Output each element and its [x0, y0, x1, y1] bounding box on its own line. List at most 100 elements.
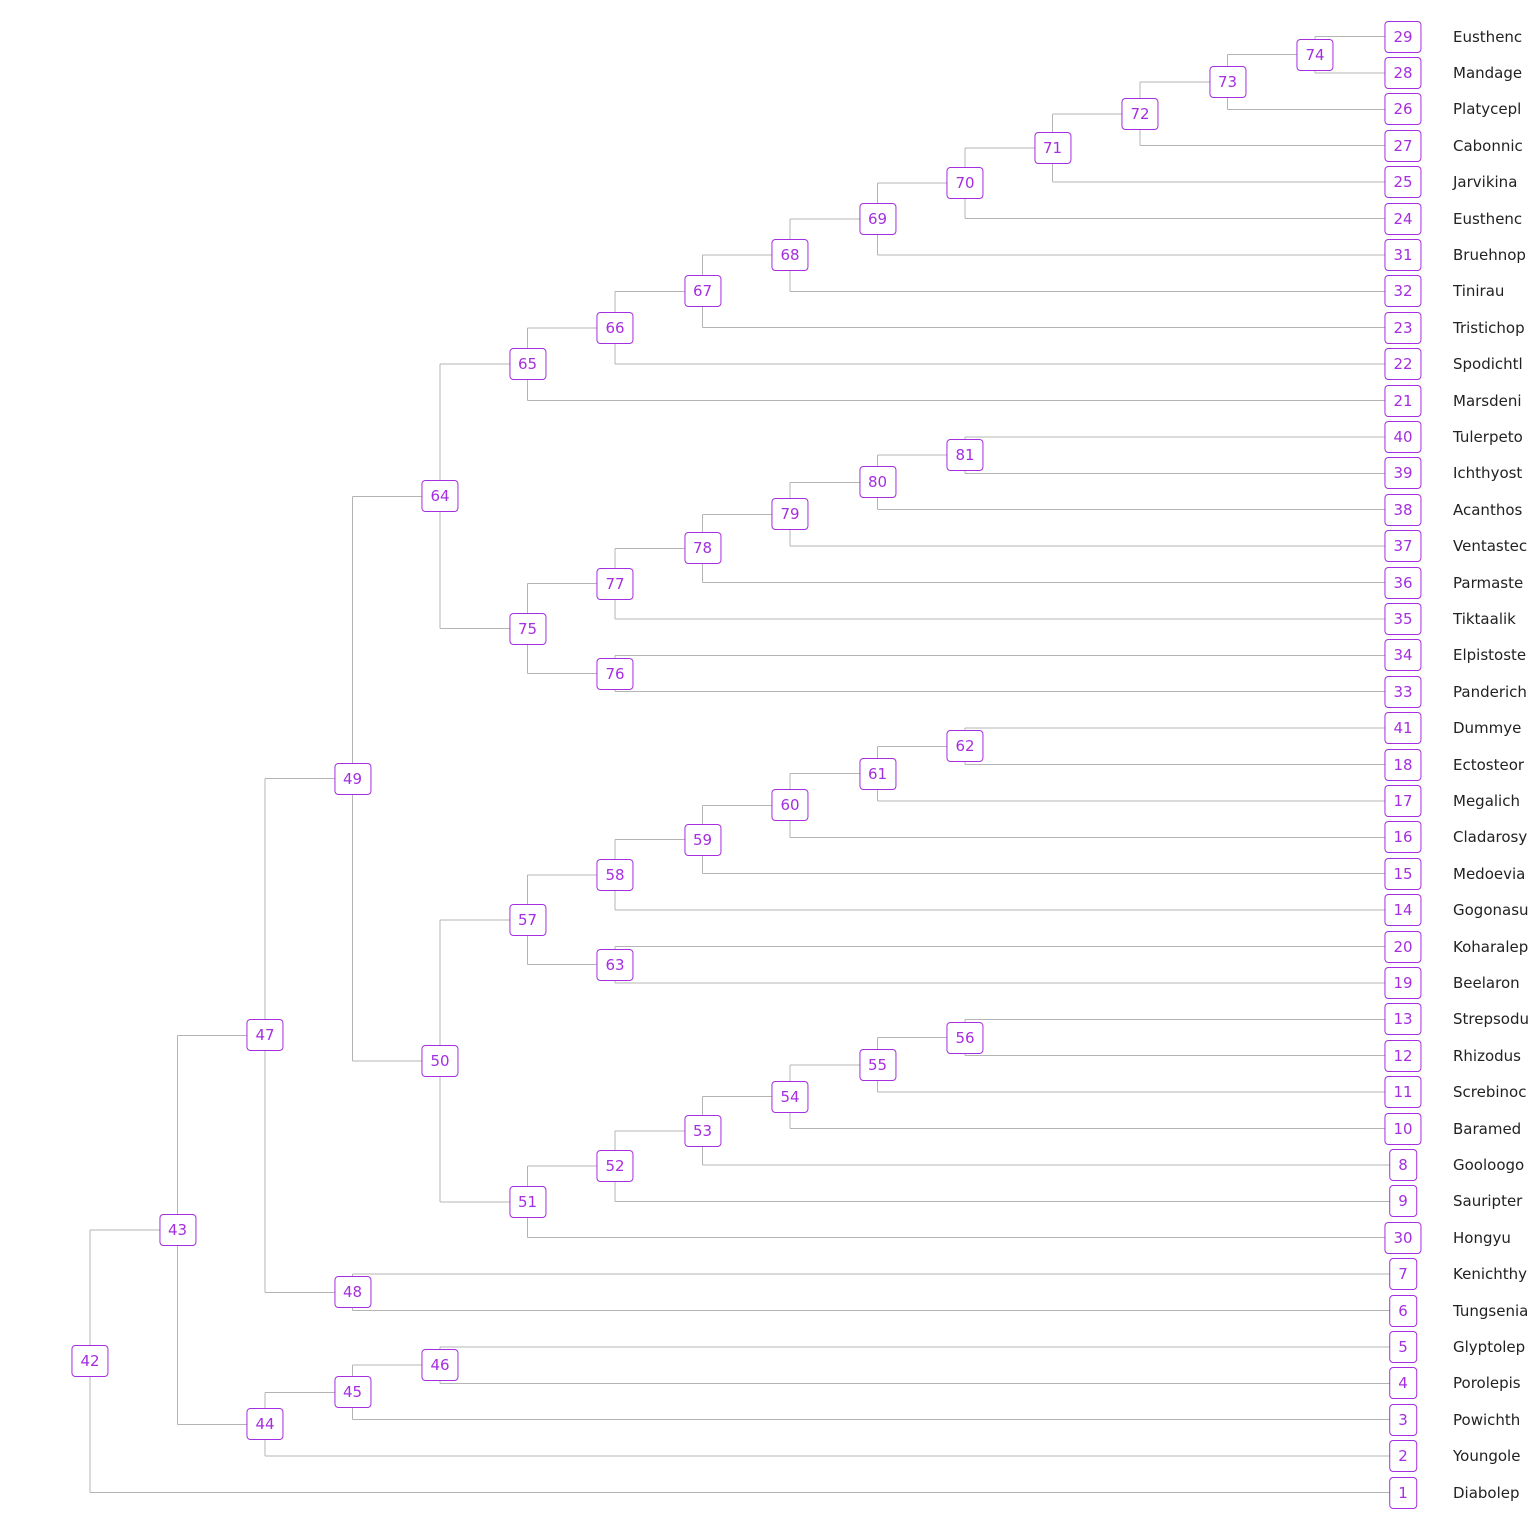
leaf-node-label: 22 [1384, 348, 1422, 381]
taxon-name: Bruehnop [1453, 245, 1526, 264]
taxon-name: Marsdeni [1453, 391, 1522, 410]
internal-node-label: 53 [683, 1114, 722, 1147]
taxon-name: Eusthenc [1453, 209, 1523, 228]
taxon-name: Cladarosy [1453, 828, 1528, 847]
taxon-name: Baramed [1453, 1119, 1522, 1138]
leaf-node-label: 6 [1389, 1294, 1417, 1327]
internal-node-label: 77 [596, 567, 634, 600]
taxon-name: Hongyu [1453, 1228, 1511, 1247]
leaf-node-label: 13 [1384, 1003, 1422, 1036]
leaf-node-label: 29 [1384, 20, 1422, 53]
leaf-node-label: 19 [1384, 966, 1422, 999]
taxon-name: Tungsenia [1453, 1301, 1529, 1320]
internal-node-label: 63 [596, 948, 634, 981]
taxon-name: Jarvikina [1453, 173, 1518, 192]
leaf-node-label: 10 [1384, 1112, 1422, 1145]
leaf-node-label: 15 [1384, 857, 1422, 890]
leaf-node-label: 16 [1384, 821, 1422, 854]
leaf-node-label: 5 [1389, 1330, 1417, 1363]
internal-node-label: 49 [333, 762, 372, 795]
internal-node-label: 42 [71, 1345, 109, 1378]
leaf-node-label: 30 [1384, 1221, 1422, 1254]
internal-node-label: 52 [596, 1150, 634, 1183]
taxon-name: Youngole [1453, 1447, 1521, 1466]
leaf-node-label: 24 [1384, 202, 1422, 235]
taxon-name: Gooloogo [1453, 1155, 1525, 1174]
leaf-node-label: 25 [1384, 166, 1422, 199]
taxon-name: Dummye [1453, 719, 1522, 738]
internal-node-label: 57 [508, 903, 547, 936]
taxon-name: Tiktaalik [1453, 609, 1516, 628]
taxon-name: Beelaron [1453, 973, 1520, 992]
internal-node-label: 65 [508, 348, 547, 381]
internal-node-label: 70 [946, 167, 984, 200]
leaf-node-label: 40 [1384, 420, 1422, 453]
leaf-node-label: 1 [1389, 1476, 1417, 1509]
taxon-name: Porolepis [1453, 1374, 1521, 1393]
leaf-node-label: 14 [1384, 894, 1422, 927]
taxon-name: Koharalep [1453, 937, 1529, 956]
internal-node-label: 48 [333, 1276, 372, 1309]
internal-node-label: 64 [421, 480, 459, 513]
internal-node-label: 46 [421, 1349, 459, 1382]
internal-node-label: 44 [246, 1408, 284, 1441]
leaf-node-label: 37 [1384, 530, 1422, 563]
internal-node-label: 55 [858, 1048, 897, 1081]
leaf-node-label: 34 [1384, 639, 1422, 672]
internal-node-label: 74 [1296, 38, 1334, 71]
leaf-node-label: 27 [1384, 129, 1422, 162]
internal-node-label: 60 [771, 789, 809, 822]
internal-node-label: 76 [596, 657, 634, 690]
internal-node-label: 66 [596, 311, 634, 344]
leaf-node-label: 41 [1384, 712, 1422, 745]
taxon-name: Tulerpeto [1453, 427, 1523, 446]
internal-node-label: 47 [246, 1019, 284, 1052]
internal-node-label: 67 [683, 275, 722, 308]
taxon-name: Diabolep [1453, 1483, 1520, 1502]
leaf-node-label: 26 [1384, 93, 1422, 126]
internal-node-label: 58 [596, 858, 634, 891]
taxon-name: Screbinoc [1453, 1083, 1527, 1102]
taxon-name: Megalich [1453, 791, 1520, 810]
internal-node-label: 45 [333, 1376, 372, 1409]
taxon-name: Strepsodu [1453, 1010, 1530, 1029]
taxon-name: Ectosteor [1453, 755, 1525, 774]
leaf-node-label: 38 [1384, 493, 1422, 526]
leaf-node-label: 7 [1389, 1258, 1417, 1291]
taxon-name: Medoevia [1453, 864, 1526, 883]
leaf-node-label: 4 [1389, 1367, 1417, 1400]
internal-node-label: 71 [1033, 131, 1072, 164]
internal-node-label: 75 [508, 612, 547, 645]
leaf-node-label: 32 [1384, 275, 1422, 308]
taxon-name: Tinirau [1453, 282, 1505, 301]
internal-node-label: 69 [858, 203, 897, 236]
internal-node-label: 56 [946, 1021, 984, 1054]
taxon-name: Ichthyost [1453, 464, 1523, 483]
internal-node-label: 59 [683, 823, 722, 856]
leaf-node-label: 23 [1384, 311, 1422, 344]
internal-node-label: 62 [946, 730, 984, 763]
leaf-node-label: 18 [1384, 748, 1422, 781]
internal-node-label: 73 [1208, 66, 1247, 98]
internal-node-label: 81 [946, 439, 984, 472]
taxon-name: Elpistoste [1453, 646, 1527, 665]
internal-node-label: 51 [508, 1185, 547, 1218]
taxon-name: Sauripter [1453, 1192, 1523, 1211]
leaf-node-label: 11 [1384, 1076, 1422, 1109]
internal-node-label: 61 [858, 757, 897, 790]
leaf-node-label: 20 [1384, 930, 1422, 963]
leaf-node-label: 9 [1389, 1185, 1417, 1218]
taxon-name: Kenichthy [1453, 1265, 1528, 1284]
taxon-name: Ventastec [1453, 537, 1528, 556]
taxon-name: Spodichtl [1453, 355, 1523, 374]
leaf-node-label: 8 [1389, 1148, 1417, 1181]
leaf-node-label: 21 [1384, 384, 1422, 417]
internal-node-label: 72 [1121, 97, 1159, 130]
taxon-name: Rhizodus [1453, 1046, 1521, 1065]
internal-node-label: 54 [771, 1080, 809, 1113]
internal-node-label: 50 [421, 1044, 459, 1077]
taxon-name: Platycepl [1453, 100, 1522, 119]
taxon-name: Tristichop [1453, 318, 1525, 337]
